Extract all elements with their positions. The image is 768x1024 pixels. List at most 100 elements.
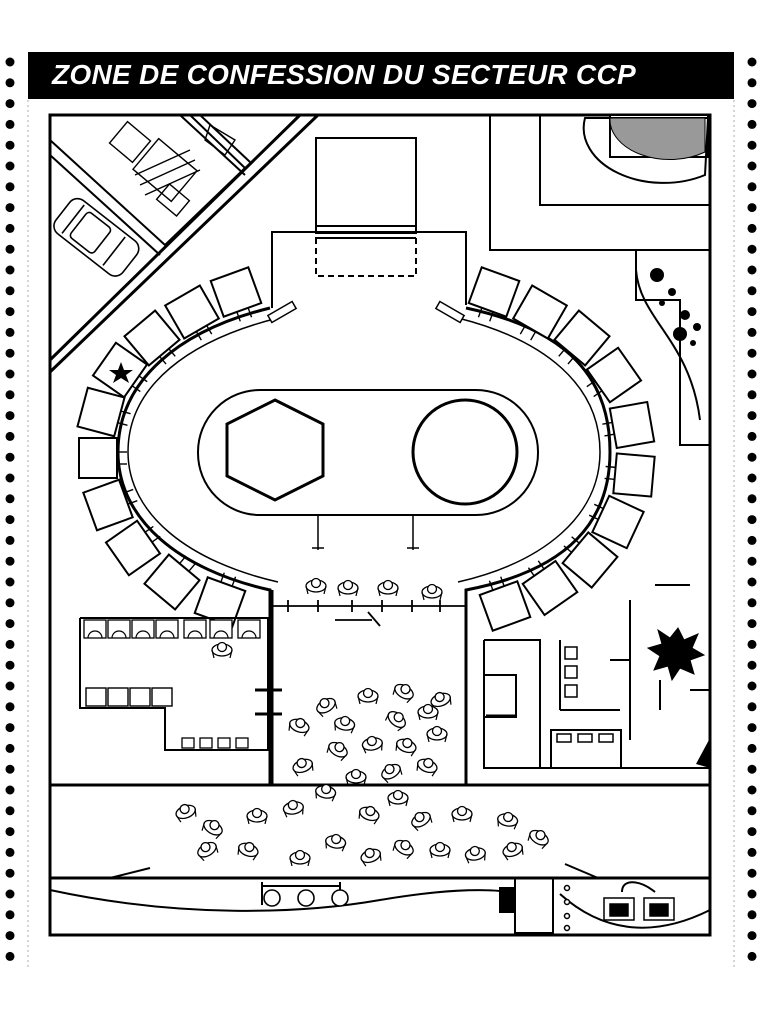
person-icon <box>246 807 268 825</box>
machinery-icon <box>108 120 236 218</box>
perforation-hole <box>5 99 15 109</box>
circle-shape <box>411 398 519 506</box>
locker <box>129 687 151 707</box>
perforation-hole <box>5 327 15 337</box>
arena <box>116 306 612 787</box>
person-icon <box>358 805 380 825</box>
perforation-hole <box>747 764 757 774</box>
curved-corner <box>582 117 710 184</box>
perforation-hole <box>5 577 15 587</box>
dot-cluster <box>650 268 701 346</box>
perforation-hole <box>5 119 15 129</box>
perforation-hole <box>5 931 15 941</box>
perforation-hole <box>5 515 15 525</box>
perforation-hole <box>5 868 15 878</box>
perforation-hole <box>747 827 757 837</box>
left-stalls <box>83 619 261 749</box>
perforation-hole <box>747 639 757 649</box>
locker <box>151 687 173 707</box>
perforation-hole <box>747 931 757 941</box>
perforation-hole <box>747 161 757 171</box>
person-icon <box>345 768 367 786</box>
perforation-hole <box>5 639 15 649</box>
entrance-barrier <box>272 600 466 627</box>
perforation-hole <box>747 494 757 504</box>
stall <box>237 619 261 639</box>
title-banner: ZONE DE CONFESSION DU SECTEUR CCP <box>28 52 734 99</box>
perforation-hole <box>747 327 757 337</box>
perforation-hole <box>747 660 757 670</box>
perforation-hole <box>5 203 15 213</box>
page-title: ZONE DE CONFESSION DU SECTEUR CCP <box>52 59 636 90</box>
person-icon <box>237 841 259 861</box>
perforation-hole <box>5 265 15 275</box>
perforation-hole <box>747 535 757 545</box>
perforation-hole <box>747 951 757 961</box>
booth <box>553 309 611 367</box>
perforation-hole <box>747 119 757 129</box>
perforation-hole <box>5 910 15 920</box>
car-icon <box>53 197 140 277</box>
booth <box>604 452 656 498</box>
booth <box>478 576 532 632</box>
stall <box>131 619 155 639</box>
person-icon <box>395 737 417 757</box>
person-icon <box>360 847 382 867</box>
stall <box>209 619 233 639</box>
perforation-hole <box>5 390 15 400</box>
perforation-hole <box>5 223 15 233</box>
perforation-hole <box>747 182 757 192</box>
person-icon <box>288 717 310 737</box>
perforation-hole <box>5 473 15 483</box>
person-icon <box>305 577 327 595</box>
booth <box>163 284 221 341</box>
corner-wedge <box>696 738 710 768</box>
booth <box>521 559 579 617</box>
right-curved-room <box>635 250 710 446</box>
person-icon <box>497 811 519 830</box>
perforation-hole <box>747 286 757 296</box>
booth <box>585 346 643 404</box>
person-icon <box>392 839 414 860</box>
locker <box>107 687 129 707</box>
perforation-hole <box>747 681 757 691</box>
booth <box>123 309 181 367</box>
locker <box>85 687 107 707</box>
perforation-hole <box>5 182 15 192</box>
perforation-hole <box>747 307 757 317</box>
stall <box>183 619 207 639</box>
perforation-hole <box>5 702 15 712</box>
perforation-hole <box>5 723 15 733</box>
perforation-hole <box>747 598 757 608</box>
person-icon <box>421 583 443 601</box>
perforation-hole <box>5 411 15 421</box>
booth <box>511 284 569 341</box>
perforation-hole <box>747 889 757 899</box>
person-icon <box>411 811 433 832</box>
perforation-hole <box>5 785 15 795</box>
perforation-hole <box>747 431 757 441</box>
left-building <box>50 617 282 787</box>
perforation-hole <box>747 78 757 88</box>
perforation-hole <box>5 827 15 837</box>
perforation-hole <box>747 390 757 400</box>
person-icon <box>451 805 473 823</box>
booth <box>76 386 131 438</box>
person-icon <box>527 829 549 850</box>
perforation-hole <box>5 286 15 296</box>
perforation-hole <box>747 223 757 233</box>
perforation-hole <box>747 57 757 67</box>
stall <box>107 619 131 639</box>
perforation-hole <box>5 244 15 254</box>
person-icon <box>289 849 311 867</box>
door-stub <box>434 300 466 324</box>
booth <box>588 494 646 550</box>
person-icon <box>326 741 348 762</box>
control-units <box>563 884 675 932</box>
perforation-hole <box>747 847 757 857</box>
perforation-hole <box>5 57 15 67</box>
perforation-hole <box>5 598 15 608</box>
perforation-hole <box>747 868 757 878</box>
perforation-hole <box>747 140 757 150</box>
